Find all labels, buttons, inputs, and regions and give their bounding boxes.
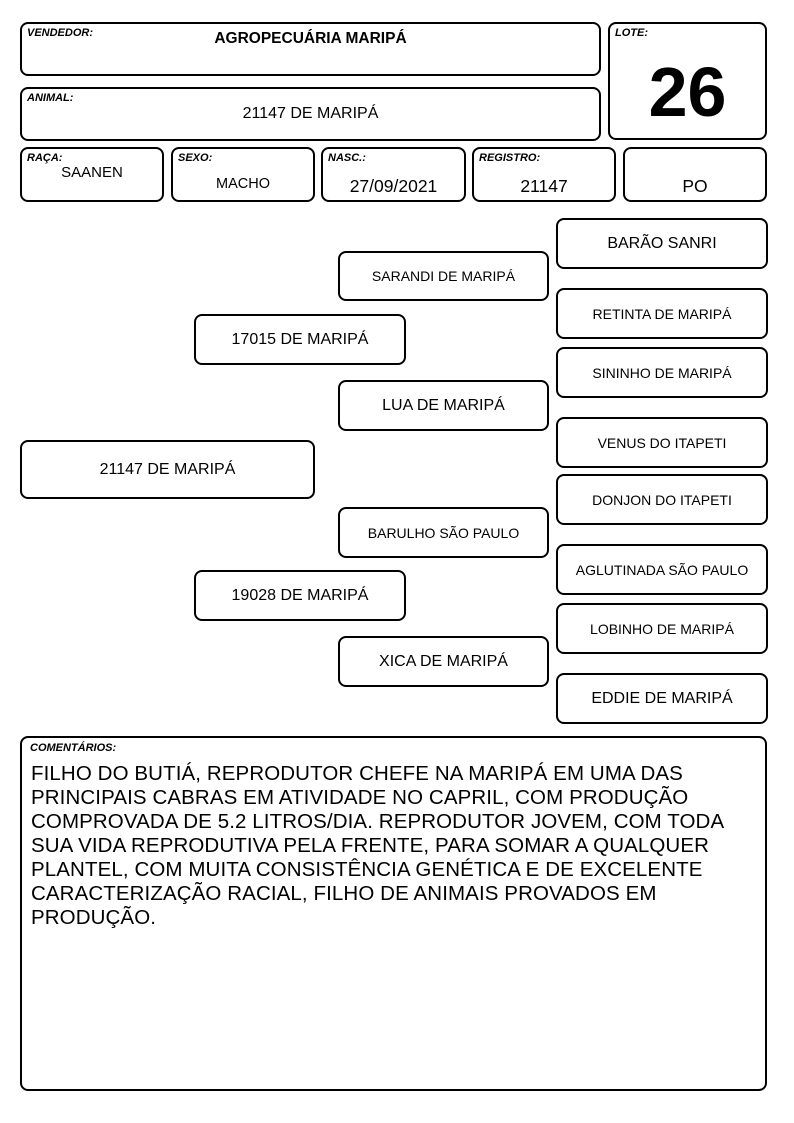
pedigree-sire: 17015 DE MARIPÁ xyxy=(194,314,406,365)
lote-value: 26 xyxy=(648,53,727,131)
pedigree-ggp-6: AGLUTINADA SÃO PAULO xyxy=(556,544,768,595)
sexo-label: SEXO: xyxy=(178,152,213,164)
pedigree-animal: 21147 DE MARIPÁ xyxy=(20,440,315,499)
nasc-value: 27/09/2021 xyxy=(349,176,438,196)
nasc-box: NASC.: 27/09/2021 xyxy=(321,147,466,202)
raca-value: SAANEN xyxy=(61,164,123,181)
registro-label: REGISTRO: xyxy=(479,152,541,164)
pedigree-ggp-4: VENUS DO ITAPETI xyxy=(556,417,768,468)
animal-box: ANIMAL: 21147 DE MARIPÁ xyxy=(20,87,601,141)
animal-value: 21147 DE MARIPÁ xyxy=(242,105,379,122)
registro-box: REGISTRO: 21147 xyxy=(472,147,616,202)
vendedor-label: VENDEDOR: xyxy=(27,27,94,39)
comments-box: COMENTÁRIOS: FILHO DO BUTIÁ, REPRODUTOR … xyxy=(20,736,767,1091)
pedigree-dam: 19028 DE MARIPÁ xyxy=(194,570,406,621)
categoria-value: PO xyxy=(682,176,708,196)
sexo-value: MACHO xyxy=(216,176,270,192)
pedigree-ggp-1: BARÃO SANRI xyxy=(556,218,768,269)
animal-label: ANIMAL: xyxy=(27,92,74,104)
comments-text: FILHO DO BUTIÁ, REPRODUTOR CHEFE NA MARI… xyxy=(31,762,724,929)
lote-box: LOTE: 26 xyxy=(608,22,767,140)
raca-box: RAÇA: SAANEN xyxy=(20,147,164,202)
nasc-label: NASC.: xyxy=(328,152,366,164)
pedigree-ggp-7: LOBINHO DE MARIPÁ xyxy=(556,603,768,654)
pedigree-sire-dam: LUA DE MARIPÁ xyxy=(338,380,549,431)
vendedor-value: AGROPECUÁRIA MARIPÁ xyxy=(214,30,407,47)
pedigree-dam-sire: BARULHO SÃO PAULO xyxy=(338,507,549,558)
sexo-box: SEXO: MACHO xyxy=(171,147,315,202)
vendedor-box: VENDEDOR: AGROPECUÁRIA MARIPÁ xyxy=(20,22,601,76)
lote-label: LOTE: xyxy=(615,27,648,39)
categoria-box: PO xyxy=(623,147,767,202)
pedigree-ggp-8: EDDIE DE MARIPÁ xyxy=(556,673,768,724)
comments-label: COMENTÁRIOS: xyxy=(30,742,117,754)
pedigree-ggp-2: RETINTA DE MARIPÁ xyxy=(556,288,768,339)
pedigree-ggp-3: SININHO DE MARIPÁ xyxy=(556,347,768,398)
registro-value: 21147 xyxy=(520,176,568,196)
pedigree-ggp-5: DONJON DO ITAPETI xyxy=(556,474,768,525)
pedigree-sire-sire: SARANDI DE MARIPÁ xyxy=(338,251,549,301)
raca-label: RAÇA: xyxy=(27,152,63,164)
pedigree-dam-dam: XICA DE MARIPÁ xyxy=(338,636,549,687)
